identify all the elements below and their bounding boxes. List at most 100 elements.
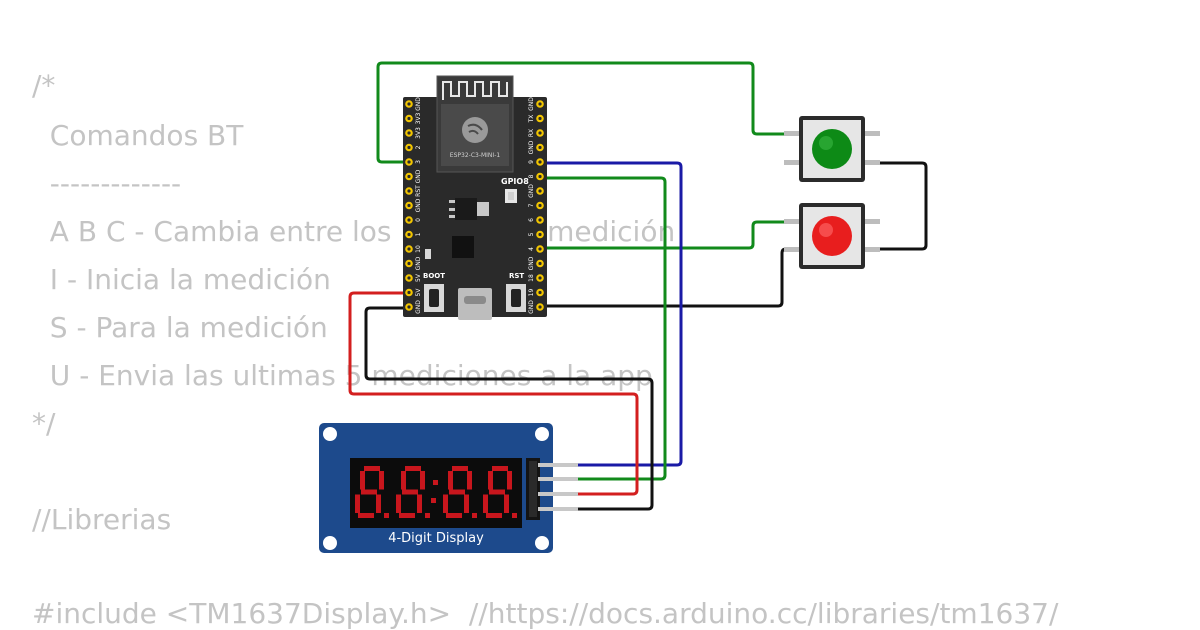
pin-hole bbox=[538, 276, 542, 280]
red-button-highlight bbox=[819, 223, 833, 237]
segment bbox=[420, 471, 425, 490]
colon-dot bbox=[433, 480, 438, 485]
boot-button-cap[interactable] bbox=[429, 289, 439, 307]
pin-label: 5V bbox=[415, 288, 422, 297]
pin-hole bbox=[538, 174, 542, 179]
display-pin-header-inner bbox=[529, 461, 537, 517]
pin-label: 9 bbox=[528, 160, 535, 164]
green-button-highlight bbox=[819, 136, 833, 150]
pin-hole bbox=[538, 247, 542, 251]
segment bbox=[379, 471, 384, 490]
pin-hole bbox=[538, 160, 542, 164]
pin-label: 3 bbox=[415, 160, 422, 164]
code-line-8: */ bbox=[32, 407, 56, 440]
pin-label: 5V bbox=[415, 273, 422, 282]
pin-hole bbox=[538, 116, 542, 121]
pin-hole bbox=[538, 232, 542, 237]
pin-hole bbox=[538, 218, 542, 222]
mount-hole bbox=[323, 536, 337, 550]
wire-black-gnd-to-display[interactable] bbox=[364, 306, 654, 511]
display-label: 4-Digit Display bbox=[388, 531, 484, 546]
decimal-point bbox=[472, 513, 477, 518]
rst-button-cap[interactable] bbox=[511, 289, 521, 307]
pin-hole bbox=[407, 116, 411, 121]
regulator-pin bbox=[449, 208, 455, 211]
espressif-logo-mark bbox=[467, 123, 483, 135]
pin-label: 7 bbox=[528, 203, 535, 207]
pin-hole bbox=[538, 145, 542, 150]
wire-black-button-ground[interactable] bbox=[862, 161, 928, 251]
wire-green-pin4-to-red-button[interactable] bbox=[540, 220, 800, 250]
esp32-c3-board[interactable]: ESP32-C3-MINI-1 GPIO8 BOOT RST GND3V33V3… bbox=[403, 75, 547, 320]
wire-red-5v-to-display[interactable] bbox=[348, 291, 639, 496]
segment bbox=[402, 489, 418, 495]
segment bbox=[507, 471, 512, 490]
pin-label: 19 bbox=[528, 289, 535, 297]
rst-label: RST bbox=[509, 272, 524, 280]
pin-hole bbox=[407, 232, 411, 237]
pin-hole bbox=[538, 290, 542, 295]
red-button-cap[interactable] bbox=[812, 216, 852, 256]
segment bbox=[504, 494, 509, 513]
pin-hole bbox=[538, 305, 542, 309]
segment bbox=[492, 466, 508, 471]
pin-hole bbox=[407, 247, 411, 251]
display-pin-clk bbox=[538, 477, 578, 481]
red-button-leg bbox=[862, 247, 880, 252]
pin-hole bbox=[407, 305, 411, 309]
segment bbox=[446, 513, 462, 518]
segment bbox=[489, 489, 505, 495]
pin-hole bbox=[538, 203, 542, 208]
green-pushbutton[interactable] bbox=[784, 116, 880, 182]
segment bbox=[488, 471, 493, 490]
pin-label: GND bbox=[415, 300, 422, 314]
pin-label: 5 bbox=[528, 232, 535, 236]
pin-hole bbox=[407, 145, 411, 150]
green-button-cap[interactable] bbox=[812, 129, 852, 169]
red-pushbutton[interactable] bbox=[784, 203, 880, 269]
segment bbox=[467, 471, 472, 490]
mount-hole bbox=[323, 427, 337, 441]
decimal-point bbox=[425, 513, 430, 518]
mount-hole bbox=[535, 536, 549, 550]
pin-hole bbox=[407, 261, 411, 266]
pin-label: 18 bbox=[528, 274, 535, 282]
pin-hole bbox=[407, 218, 411, 222]
four-digit-display-module[interactable]: 4-Digit Display bbox=[319, 423, 578, 553]
pin-hole bbox=[538, 102, 542, 106]
segment bbox=[443, 494, 448, 513]
display-pin-vcc bbox=[538, 492, 578, 496]
segment bbox=[361, 489, 377, 495]
segment bbox=[396, 494, 401, 513]
pin-label: GND bbox=[528, 140, 535, 154]
display-pin-dio bbox=[538, 463, 578, 467]
code-line-10: //Librerias bbox=[32, 503, 172, 536]
code-line-12: #include <TM1637Display.h> //https://doc… bbox=[32, 597, 1059, 630]
code-line-5: I - Inicia la medición bbox=[32, 263, 331, 296]
pin-label: 10 bbox=[415, 245, 422, 253]
pin-label: 8 bbox=[528, 174, 535, 178]
segment bbox=[405, 466, 421, 471]
wire-blue-pin9-to-display[interactable] bbox=[540, 161, 683, 467]
pin-label: GND bbox=[415, 169, 422, 183]
pin-label: TX bbox=[528, 115, 535, 124]
segment bbox=[376, 494, 381, 513]
wire-green-pin3-to-green-button[interactable] bbox=[376, 61, 800, 164]
segment bbox=[448, 471, 453, 490]
segment bbox=[355, 494, 360, 513]
pin-label: GND bbox=[528, 184, 535, 198]
pin-label: 1 bbox=[415, 232, 422, 236]
pin-label: GND bbox=[528, 300, 535, 314]
segment bbox=[358, 513, 374, 518]
red-button-leg bbox=[784, 247, 802, 252]
wire-green-pin8-to-display[interactable] bbox=[540, 176, 667, 481]
segment bbox=[417, 494, 422, 513]
segment bbox=[364, 466, 380, 471]
segment bbox=[401, 471, 406, 490]
usb-chip bbox=[452, 236, 474, 258]
wire-black-button-to-gnd[interactable] bbox=[540, 247, 800, 308]
regulator-pin bbox=[449, 200, 455, 203]
pin-label: RX bbox=[528, 129, 535, 137]
